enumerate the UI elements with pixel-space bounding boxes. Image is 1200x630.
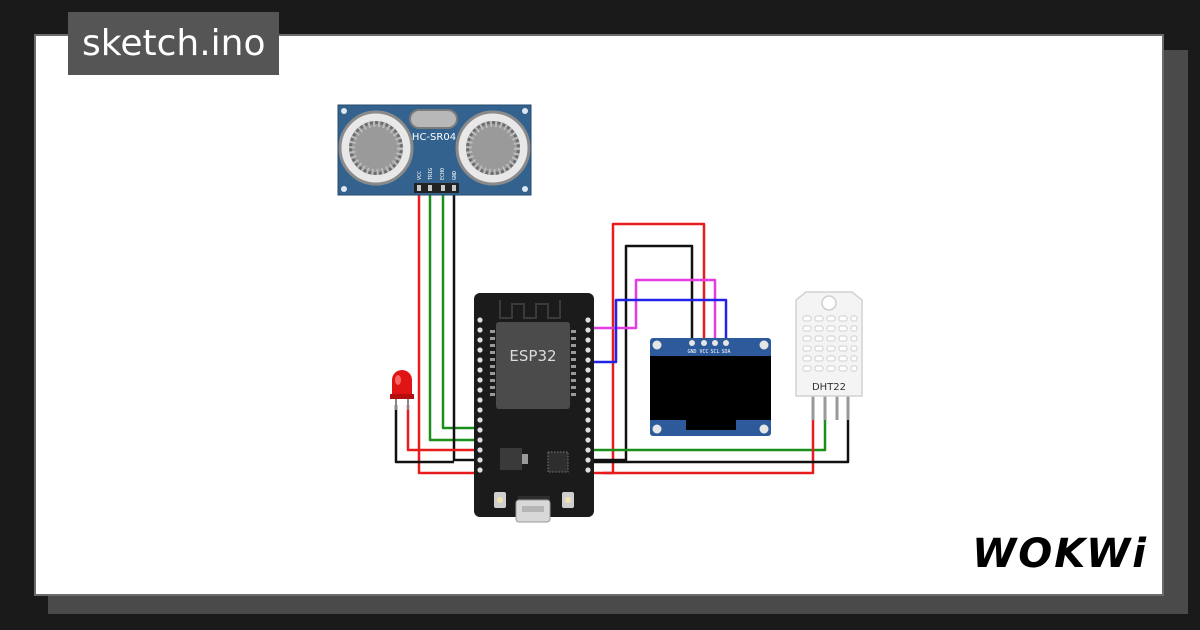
wire-led-anode <box>406 405 484 452</box>
wire-oled-gnd <box>584 244 694 462</box>
ultrasonic-transducer-right <box>455 110 531 186</box>
oled-pin-sda: SDA <box>721 349 730 355</box>
oled-pin-gnd: GND <box>687 349 696 355</box>
wire-oled-sda <box>584 298 728 364</box>
wire-dht-data <box>584 418 827 452</box>
oled-pin-vcc: VCC <box>699 349 708 355</box>
wire-led-cathode <box>394 405 454 464</box>
dht22-label: DHT22 <box>812 382 846 393</box>
ultrasonic-pin-trig: TRIG <box>428 168 434 180</box>
esp32-board[interactable]: ESP32 <box>474 293 594 523</box>
wire-echo <box>441 192 484 430</box>
ultrasonic-pin-vcc: VCC <box>417 171 423 180</box>
ultrasonic-label: HC-SR04 <box>412 132 456 143</box>
ultrasonic-transducer-left <box>338 110 414 186</box>
project-title[interactable]: sketch.ino <box>68 12 280 75</box>
red-led[interactable] <box>390 370 414 410</box>
wokwi-logo: WOKWi <box>972 531 1148 577</box>
ultrasonic-pin-echo: ECHO <box>440 168 446 180</box>
oled-display[interactable]: GND VCC SCL SDA <box>650 338 771 436</box>
oled-pin-scl: SCL <box>710 349 719 355</box>
diagram-canvas <box>34 34 1164 596</box>
wire-dht-vcc <box>603 418 815 475</box>
ultrasonic-pin-gnd: GND <box>452 171 458 180</box>
wire-dht-gnd <box>584 418 850 464</box>
wire-trig <box>428 192 484 442</box>
ultrasonic-sensor[interactable]: HC-SR04 VCC TRIG ECHO GND <box>337 104 532 196</box>
esp32-label: ESP32 <box>509 347 556 365</box>
wires <box>394 192 850 475</box>
wire-oled-scl <box>584 278 717 342</box>
dht22-sensor[interactable]: DHT22 <box>795 291 863 420</box>
